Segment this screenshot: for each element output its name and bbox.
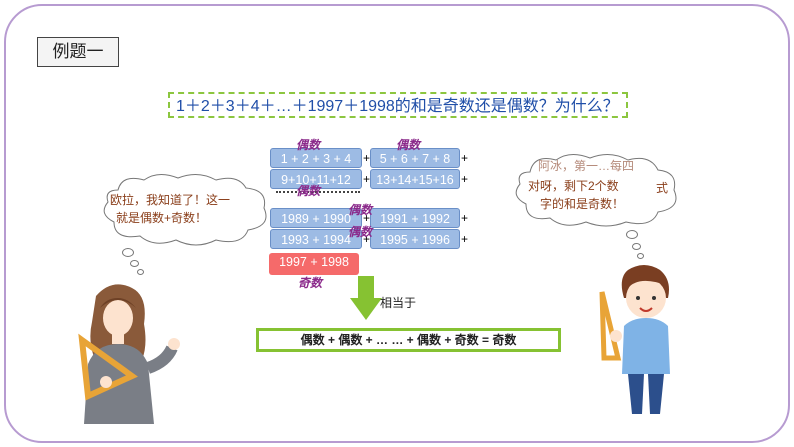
even-label: 偶数 (396, 138, 421, 152)
sum-box-row4-left: 1993 + 1994 (270, 229, 362, 249)
bubble-puff (626, 230, 638, 239)
even-label: 偶数 (348, 203, 373, 217)
sum-box-row3-left: 1989 + 1990 (270, 208, 362, 228)
sum-box-row3-right: 1991 + 1992 (370, 208, 460, 228)
sum-box-row1-left: 1 + 2 + 3 + 4 (270, 148, 362, 168)
sum-box-row1-right: 5 + 6 + 7 + 8 (370, 148, 460, 168)
plus-sign: + (363, 211, 371, 225)
plus-sign: + (363, 172, 371, 186)
left-thought-bubble: 欧拉，我知道了！这一 就是偶数+奇数！ (96, 170, 274, 250)
equivalent-label: 相当于 (380, 296, 417, 310)
bubble-puff (122, 248, 134, 257)
right-bubble-behind: 阿冰，第一…每四 (538, 159, 635, 173)
bubble-puff (637, 253, 644, 259)
cloud-shape-icon (515, 154, 677, 227)
down-arrow-head-icon (350, 298, 382, 320)
ellipsis-dots (276, 191, 360, 193)
even-label: 偶数 (296, 138, 321, 152)
question-box: 1＋2＋3＋4＋…＋1997＋1998的和是奇数还是偶数？为什么？ (168, 92, 628, 118)
sum-box-row2-left: 9+10+11+12 (270, 169, 362, 189)
last-pair-box: 1997 + 1998 (269, 253, 359, 275)
plus-sign: + (461, 211, 469, 225)
sum-box-row2-right: 13+14+15+16 (370, 169, 460, 189)
plus-sign: + (363, 232, 371, 246)
example-tab: 例题一 (37, 37, 119, 67)
bubble-puff (130, 260, 139, 267)
even-label: 偶数 (296, 184, 321, 198)
plus-sign: + (363, 151, 371, 165)
odd-label: 奇数 (298, 276, 323, 290)
plus-sign: + (461, 151, 469, 165)
plus-sign: + (461, 172, 469, 186)
right-thought-bubble: 阿冰，第一…每四 对呀，剩下2个数 字的和是奇数！ 式 (510, 150, 682, 230)
even-label: 偶数 (348, 225, 373, 239)
result-equation: 偶数 + 偶数 + … … + 偶数 + 奇数 = 奇数 (256, 328, 561, 352)
bubble-puff (137, 269, 144, 275)
down-arrow-icon (358, 276, 374, 300)
right-bubble-trail: 式 (656, 181, 669, 195)
right-bubble-line1: 对呀，剩下2个数 (528, 179, 619, 193)
left-bubble-line2: 就是偶数+奇数！ (116, 211, 208, 225)
right-bubble-line2: 字的和是奇数！ (540, 197, 625, 211)
boy-with-ruler-illustration (599, 265, 670, 414)
cloud-shape-icon (103, 174, 267, 246)
bubble-puff (632, 243, 641, 250)
girl-with-ruler-illustration (78, 284, 180, 424)
plus-sign: + (461, 232, 469, 246)
sum-box-row4-right: 1995 + 1996 (370, 229, 460, 249)
left-bubble-line1: 欧拉，我知道了！这一 (110, 193, 231, 207)
